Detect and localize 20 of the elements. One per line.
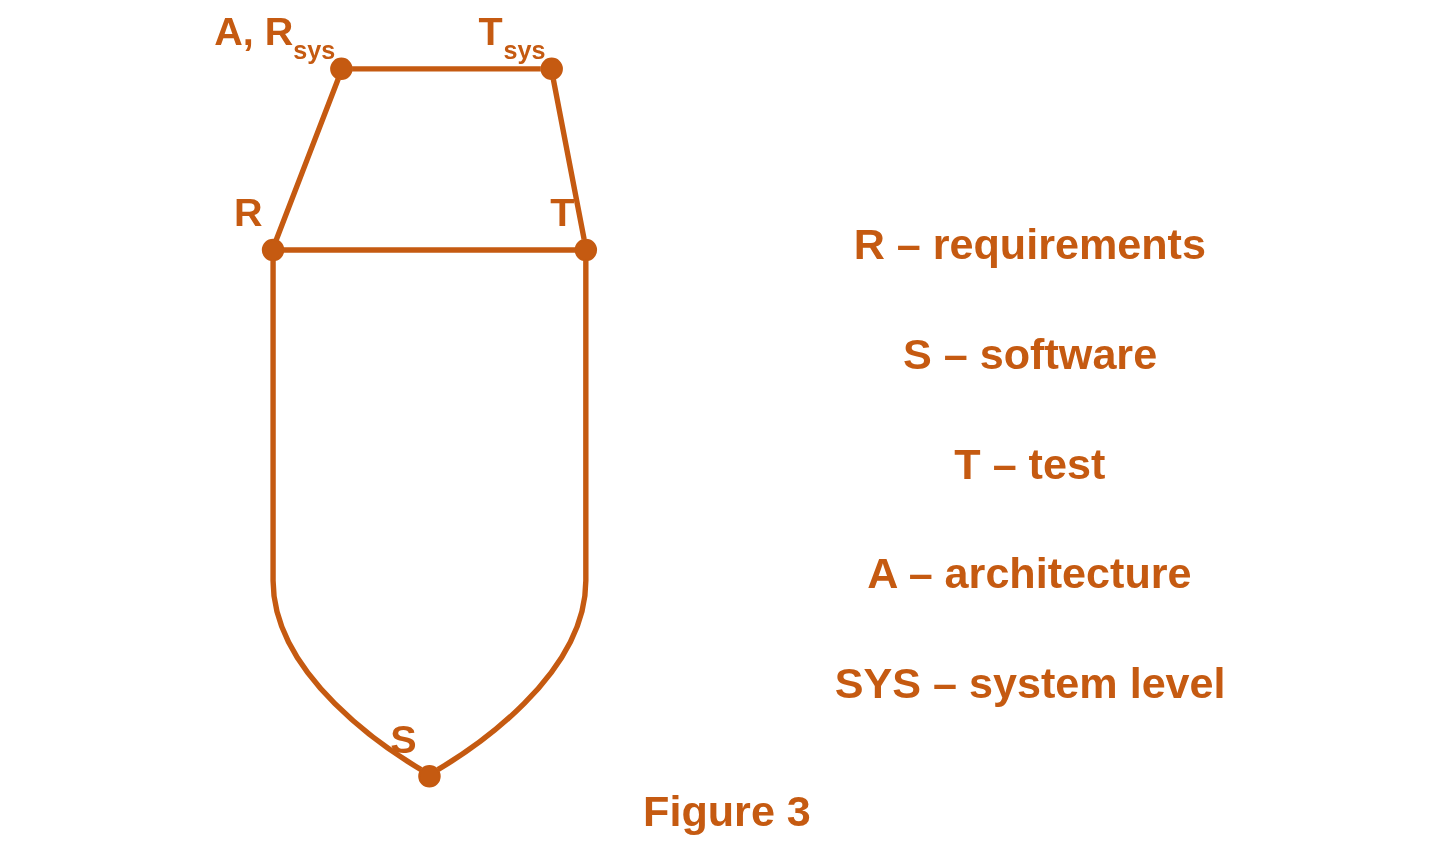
node-label: S — [389, 716, 417, 761]
node-circle — [574, 238, 597, 262]
label: T – test — [953, 439, 1105, 488]
caption: Figure 3 — [642, 787, 811, 836]
node-circle — [261, 238, 284, 262]
label: R – requirements — [853, 220, 1206, 269]
label: S – software — [902, 329, 1157, 378]
connector — [273, 77, 341, 241]
node-label: T — [549, 190, 574, 235]
node-label: T$_{sys}$ — [477, 9, 546, 65]
node-label: A, R$_{sys}$ — [213, 9, 335, 65]
connector — [282, 247, 575, 253]
connector — [269, 260, 422, 772]
label: A – architecture — [866, 549, 1192, 598]
label: SYS – system level — [834, 658, 1226, 707]
node-circle — [417, 764, 441, 788]
connector — [550, 78, 587, 240]
node-label: R — [233, 190, 263, 235]
connector — [351, 66, 541, 72]
connector — [435, 260, 589, 772]
